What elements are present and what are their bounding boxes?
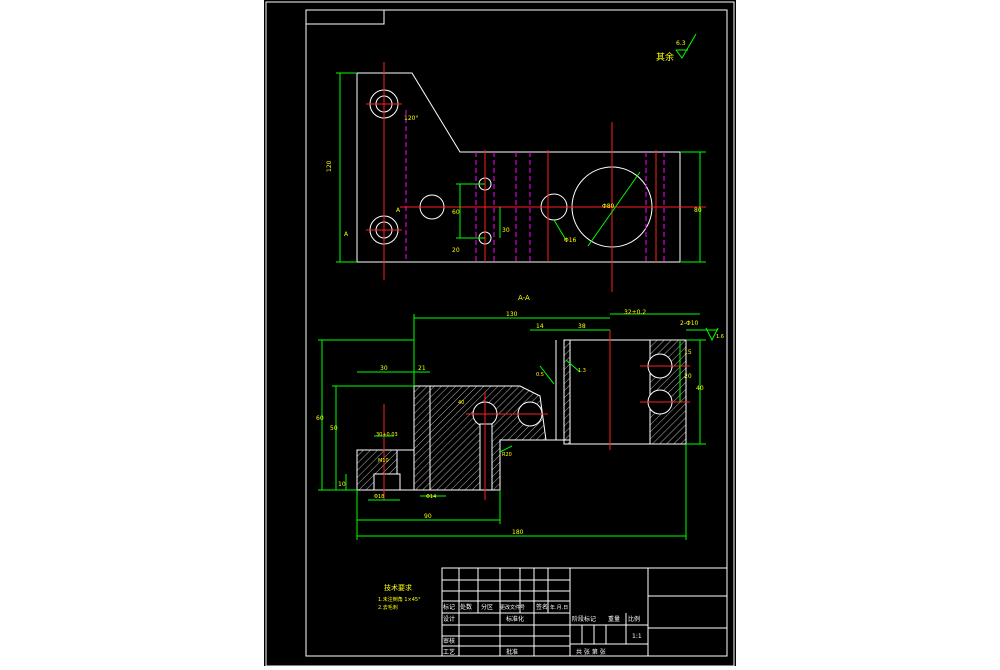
top-view: Φ80 120 120° 60 20 30 Φ16 80 A A: [326, 62, 706, 292]
tb-change-doc: 更改文件号: [500, 604, 525, 611]
tb-approve: 批准: [506, 648, 518, 656]
tb-process: 工艺: [443, 648, 455, 656]
dim-left-30: 30: [380, 365, 388, 372]
tb-zone: 分区: [481, 603, 493, 611]
dim-base-180: 180: [512, 529, 524, 536]
outer-frame: [265, 1, 735, 667]
tech-title: 技术要求: [384, 583, 412, 592]
cad-drawing: 其余 6.3: [265, 1, 735, 667]
dim-slot-upper: 60: [452, 209, 460, 216]
roughness-mark: 其余 6.3: [656, 33, 697, 63]
tb-review: 审核: [443, 637, 455, 645]
tb-sign: 签名: [536, 603, 548, 611]
section-mark-bottom: A: [396, 207, 401, 214]
title-block: [441, 567, 728, 657]
dim-width-90: 90: [424, 513, 432, 520]
inner-frame: [305, 9, 728, 657]
dim-ht-10: 10: [338, 481, 346, 488]
dim-right-hole: 2-Φ10: [680, 320, 699, 327]
dim-thread: M10: [378, 458, 389, 464]
section-label: A-A: [518, 294, 530, 302]
roughness-value: 6.3: [676, 40, 686, 47]
dim-overall-length: 130: [506, 311, 518, 318]
dim-slot-gap: 30: [502, 227, 510, 234]
dim-angle: 120°: [404, 115, 418, 122]
tb-scale-value: 1:1: [632, 633, 642, 640]
top-outline: [356, 72, 681, 263]
dim-tol-13: 1.3: [578, 368, 586, 374]
tb-std: 标准化: [506, 615, 524, 623]
tb-date: 年.月.日: [550, 604, 568, 611]
title-block-text: 标记 处数 分区 更改文件号 签名 年.月.日 设计 标准化 阶段标记 重量 比…: [443, 603, 642, 656]
tb-weight: 重量: [608, 615, 620, 623]
dim-ht-r1: 20: [684, 373, 692, 380]
dim-small-hole: Φ16: [564, 237, 577, 244]
tb-count: 处数: [460, 603, 472, 611]
dim-ht-60: 60: [316, 415, 324, 422]
tb-design: 设计: [443, 615, 455, 623]
dim-r20: R20: [502, 452, 512, 458]
dim-left-slot: 30+0.03: [376, 432, 398, 438]
tb-scale: 比例: [628, 615, 640, 623]
dim-right-tol: 32±0.2: [624, 309, 646, 316]
dim-offset-14: 14: [536, 323, 544, 330]
dim-ht-r2: 40: [696, 385, 704, 392]
section-mark-top: A: [344, 231, 349, 238]
drawing-sheet: 其余 6.3: [264, 0, 736, 667]
tb-sheets: 共 张 第 张: [576, 648, 606, 656]
section-view: 130 14 38 32±0.2 2-Φ10 1.6 40 20 15 60 5…: [316, 309, 724, 540]
code-box: [305, 9, 385, 25]
tech-line-2: 2.去毛刺: [378, 604, 398, 611]
dim-left-21: 21: [418, 365, 426, 372]
tb-stage: 阶段标记: [572, 615, 596, 623]
dim-width-40: 40: [458, 400, 464, 406]
dim-offset-38: 38: [578, 323, 586, 330]
dim-hole-18: Φ18: [374, 494, 384, 500]
dim-chamfer: 0.5: [536, 372, 544, 378]
dim-big-hole: Φ80: [602, 203, 615, 210]
dim-slot-lower: 20: [452, 247, 460, 254]
dim-r16: 15: [684, 349, 692, 356]
tech-line-1: 1.未注倒角 1×45°: [378, 596, 421, 603]
dim-right-height: 80: [694, 207, 702, 214]
dim-ht-50: 50: [330, 425, 338, 432]
tb-marker: 标记: [443, 603, 455, 611]
tech-requirements: 技术要求 1.未注倒角 1×45° 2.去毛刺: [378, 583, 421, 611]
roughness-label: 其余: [656, 51, 674, 63]
dim-hole-14: Φ14: [426, 494, 436, 500]
dim-overall-height: 120: [326, 160, 333, 172]
dim-roughness-a: 1.6: [716, 334, 724, 340]
